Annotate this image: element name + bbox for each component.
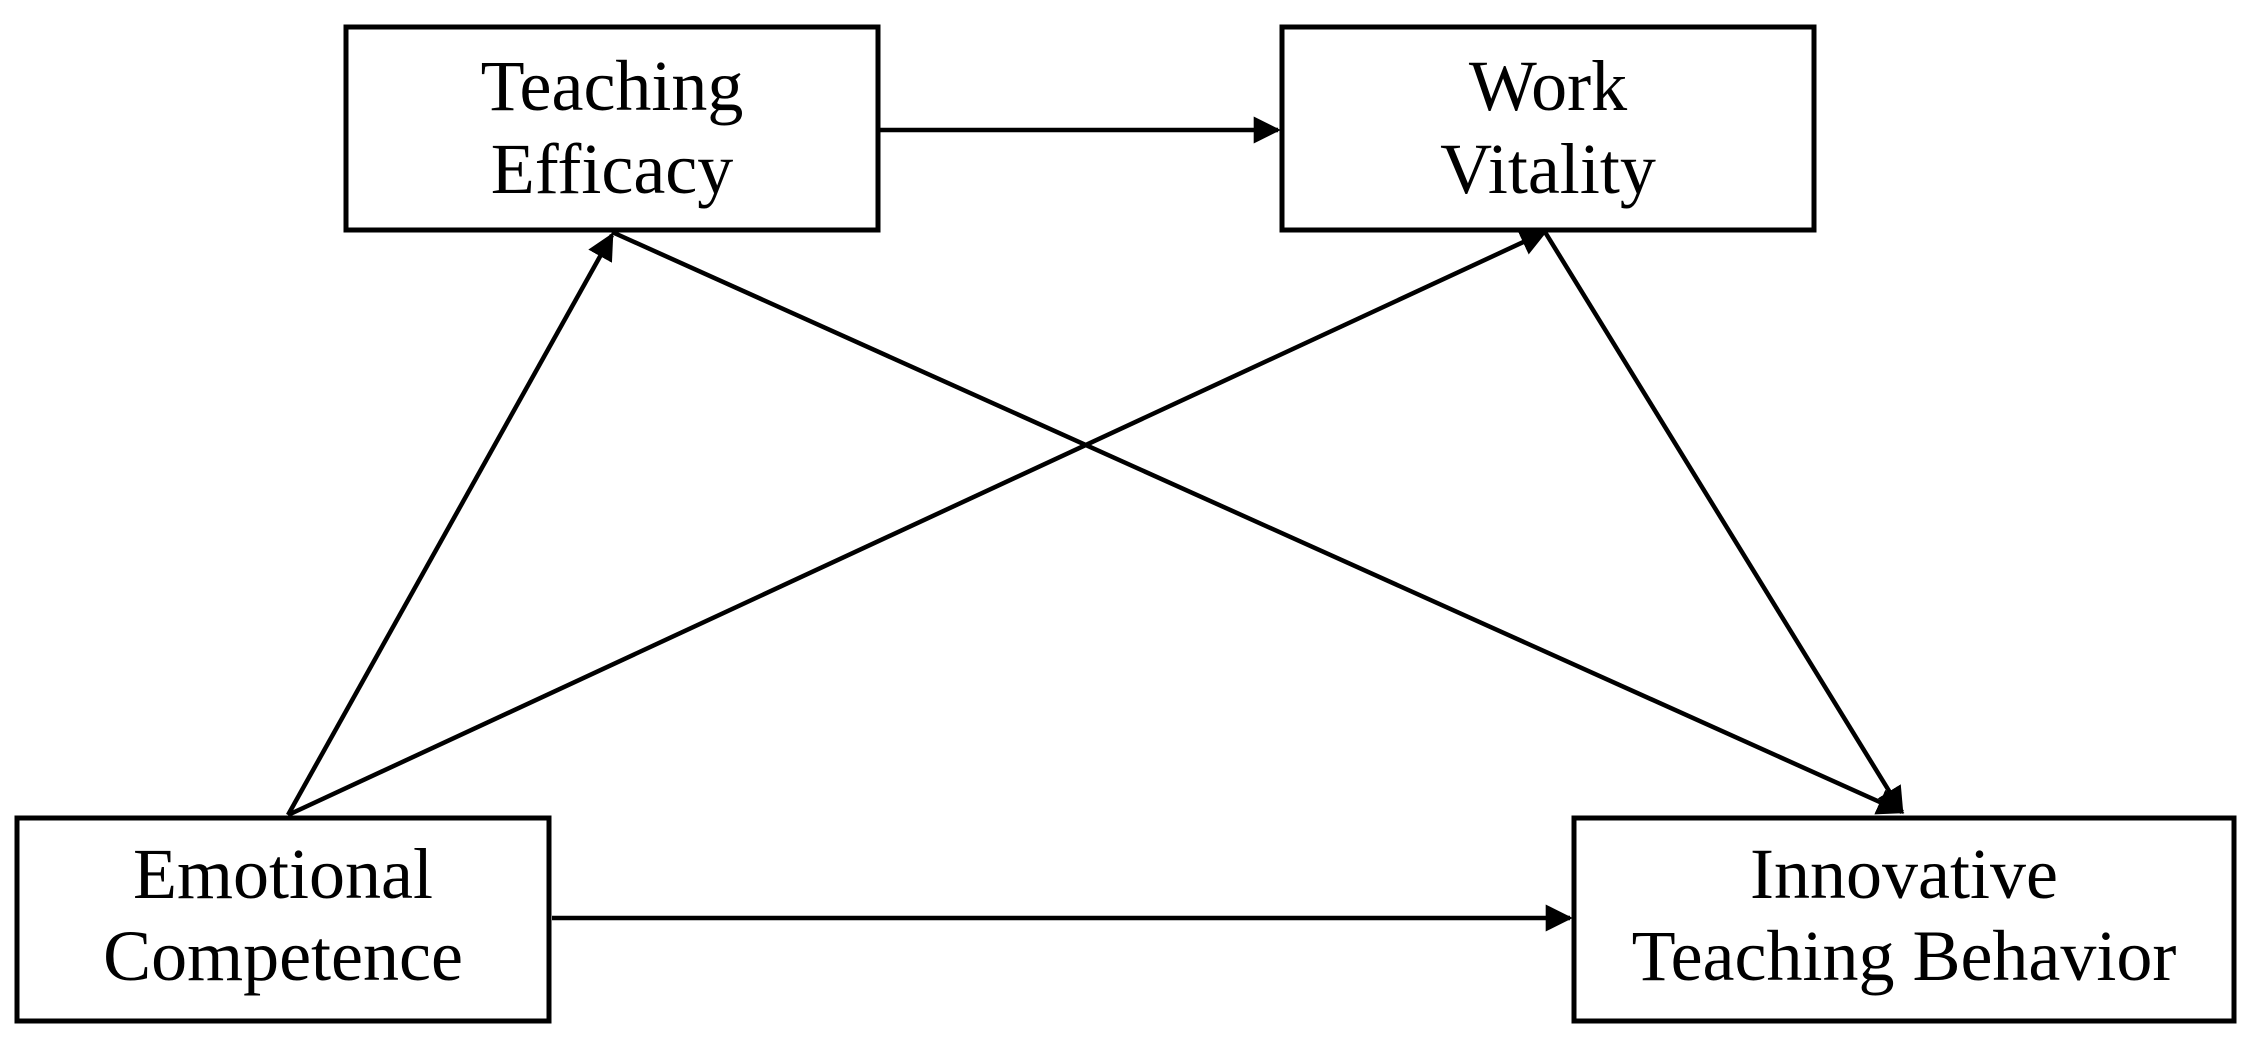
node-work-vitality-line1: Work [1469,46,1627,126]
node-emotional-competence-line2: Competence [103,916,463,996]
node-innovative-teaching-behavior-box [1571,815,2237,1024]
node-innovative-teaching-behavior-line1: Innovative [1750,834,2058,914]
node-innovative-teaching-behavior: Innovative Teaching Behavior [1571,815,2237,1024]
node-teaching-efficacy: Teaching Efficacy [343,24,881,233]
node-work-vitality-line2: Vitality [1440,129,1656,209]
edge-work-vitality-to-innovative-teaching-behavior [1543,230,1904,815]
node-emotional-competence-line1: Emotional [133,834,433,914]
node-teaching-efficacy-box [343,24,881,233]
edge-teaching-efficacy-to-innovative-teaching-behavior [611,229,1905,815]
node-teaching-efficacy-line1: Teaching [481,46,744,126]
node-emotional-competence: Emotional Competence [14,815,552,1024]
node-teaching-efficacy-line2: Efficacy [491,129,734,209]
node-innovative-teaching-behavior-line2: Teaching Behavior [1632,916,2177,996]
node-work-vitality-box [1279,24,1817,233]
node-emotional-competence-box [14,815,552,1024]
edge-emotional-competence-to-teaching-efficacy [286,232,614,817]
edge-emotional-competence-to-work-vitality [287,229,1548,818]
node-work-vitality: Work Vitality [1279,24,1817,233]
